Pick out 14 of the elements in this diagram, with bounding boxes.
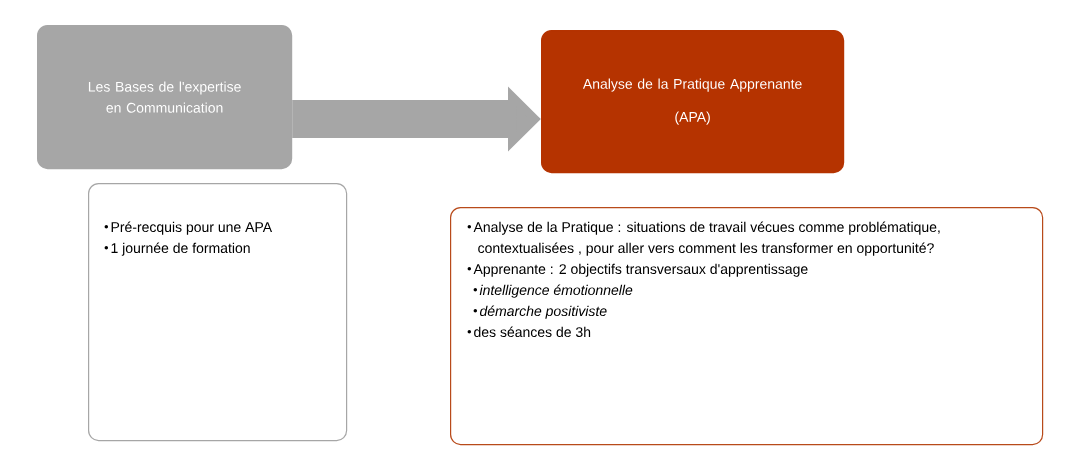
box-text: Analyse de la Pratique Apprenante [582, 78, 802, 92]
list-box [450, 207, 1044, 446]
bullet-item: Analyse de la Pratique : situations de travail vécues comme problématique, contextualisées , pour aller vers comment les transformer en opportunité? [467, 221, 940, 256]
bullet-item: Pré-recquis pour une APA [104, 221, 273, 235]
bullet-item: démarche positiviste [473, 305, 607, 319]
box-text: (APA) [675, 111, 710, 125]
box-text: Les Bases de l'expertise en Communication [88, 81, 241, 113]
bullet-item: 1 journée de formation [104, 242, 250, 256]
title-box [541, 30, 845, 174]
bullet-item: des séances de 3h [467, 326, 591, 338]
bullet-item: intelligence émotionnelle [473, 284, 633, 298]
list-box [88, 183, 348, 442]
title-box [37, 25, 293, 170]
bullet-item: Apprenante : 2 objectifs transversaux d'apprentissage [467, 263, 808, 277]
